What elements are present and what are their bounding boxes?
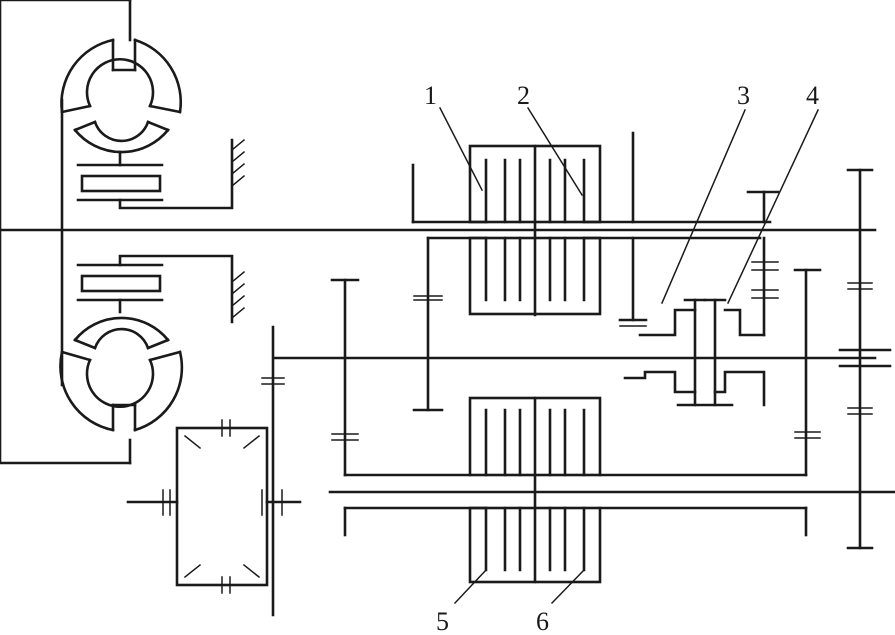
dual-clutch-lower [468, 268, 822, 584]
upper-gear-train [618, 190, 780, 337]
dual-clutch-upper [411, 131, 772, 317]
callout-6: 6 [536, 607, 549, 635]
callout-1: 1 [424, 81, 437, 110]
planetary-gear-set [623, 298, 766, 407]
callout-3: 3 [737, 81, 750, 110]
callout-labels: 1 2 3 4 5 6 [424, 81, 819, 635]
ground-hatch-lower [230, 270, 246, 320]
callout-leaders [438, 106, 819, 605]
dual-clutch-upper-inner [412, 236, 762, 412]
output-gear-stack [838, 168, 892, 550]
lockup-clutch-lower [76, 254, 234, 324]
ground-hatch-upper [230, 138, 246, 188]
torque-converter-lower [59, 298, 184, 432]
callout-5: 5 [436, 607, 449, 635]
dual-clutch-lower-inner [343, 506, 808, 584]
callout-2: 2 [517, 81, 530, 110]
callout-4: 4 [806, 81, 819, 110]
torque-converter-upper [60, 38, 182, 167]
torque-converter-housing [0, 0, 132, 465]
countershaft-left [261, 278, 472, 617]
lockup-clutch-upper [76, 138, 234, 210]
differential-box [126, 419, 302, 594]
